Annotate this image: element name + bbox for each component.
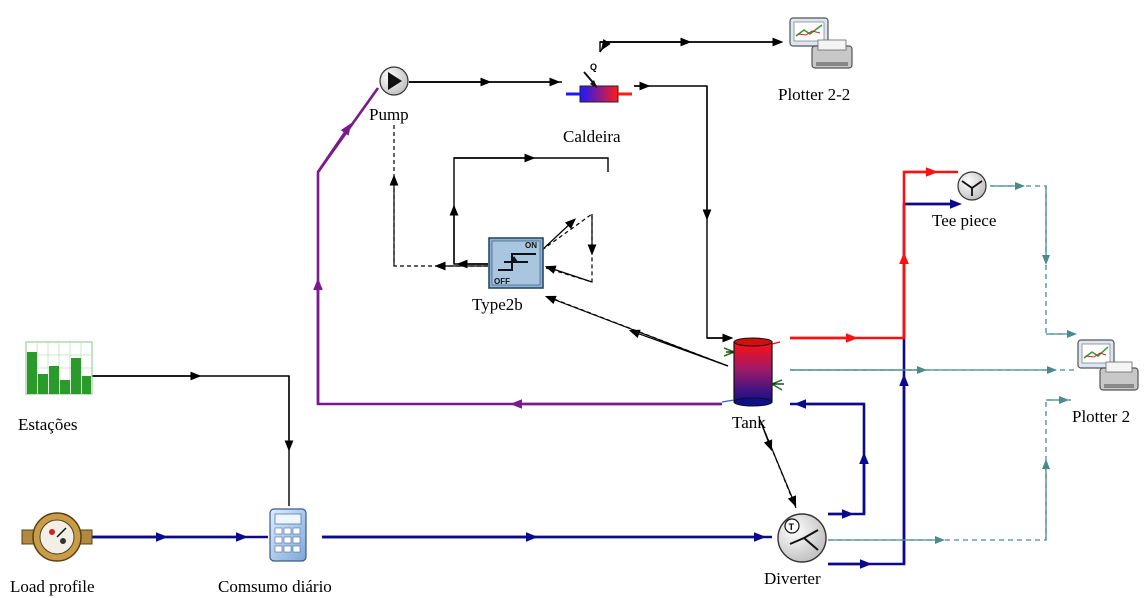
- tee-to-plotter-signal[interactable]: [990, 185, 1074, 335]
- tank-label: Tank: [732, 413, 766, 432]
- diverter-to-tank-pipe[interactable]: [790, 402, 866, 516]
- water-meter-icon: [21, 512, 93, 562]
- type2b-label: Type2b: [472, 295, 523, 314]
- storage-tank-icon: [721, 337, 784, 407]
- pump-icon: [379, 66, 409, 96]
- bar-chart-icon: [25, 341, 93, 395]
- diverter-component[interactable]: T Diverter: [764, 513, 827, 588]
- controller-off-text: OFF: [494, 277, 510, 286]
- estacoes-to-consumo-link[interactable]: [92, 375, 290, 506]
- heater-q-label: Q: [590, 62, 597, 72]
- estacoes-label: Estações: [18, 415, 77, 434]
- caldeira-component[interactable]: Q Caldeira: [563, 62, 632, 146]
- controller-on-text: ON: [525, 241, 537, 250]
- diverter-t-text: T: [789, 522, 795, 532]
- diverter-valve-icon: T: [777, 513, 827, 563]
- caldeira-label: Caldeira: [563, 127, 621, 146]
- consumo-component[interactable]: Comsumo diário: [218, 508, 332, 596]
- load-profile-component[interactable]: Load profile: [10, 512, 95, 596]
- caldeira-to-tank-link[interactable]: [634, 85, 728, 339]
- plotter-printer-icon: [789, 17, 853, 69]
- calculator-icon: [269, 508, 307, 562]
- type2b-component[interactable]: ON OFF Type2b: [472, 237, 544, 314]
- tee-piece-icon: [957, 171, 987, 201]
- load-profile-label: Load profile: [10, 577, 95, 596]
- pump-component[interactable]: Pump: [369, 66, 409, 124]
- on-off-controller-icon: ON OFF: [488, 237, 544, 289]
- plotter-top-label: Plotter 2-2: [778, 85, 850, 104]
- diverter-label: Diverter: [764, 569, 821, 588]
- plotter-printer-icon: [1077, 339, 1139, 391]
- tee-piece-component[interactable]: Tee piece: [932, 171, 996, 230]
- heater-icon: Q: [566, 62, 632, 103]
- consumo-label: Comsumo diário: [218, 577, 332, 596]
- tank-to-tee-hot-pipe[interactable]: [790, 170, 958, 340]
- estacoes-component[interactable]: Estações: [18, 341, 93, 434]
- controller-to-pump-signal[interactable]: [393, 124, 488, 267]
- caldeira-to-plotter-link[interactable]: [599, 41, 780, 52]
- plotter-right-label: Plotter 2: [1072, 407, 1130, 426]
- controller-feedback-signal[interactable]: [541, 212, 593, 283]
- diverter-to-tee-pipe[interactable]: [828, 202, 958, 566]
- tank-component[interactable]: Tank: [721, 337, 784, 432]
- plotter-top-component[interactable]: Plotter 2-2: [778, 17, 853, 104]
- plotter-right-component[interactable]: Plotter 2: [1072, 339, 1139, 426]
- tee-piece-label: Tee piece: [932, 211, 996, 230]
- connections: [92, 37, 1077, 569]
- pump-label: Pump: [369, 105, 409, 124]
